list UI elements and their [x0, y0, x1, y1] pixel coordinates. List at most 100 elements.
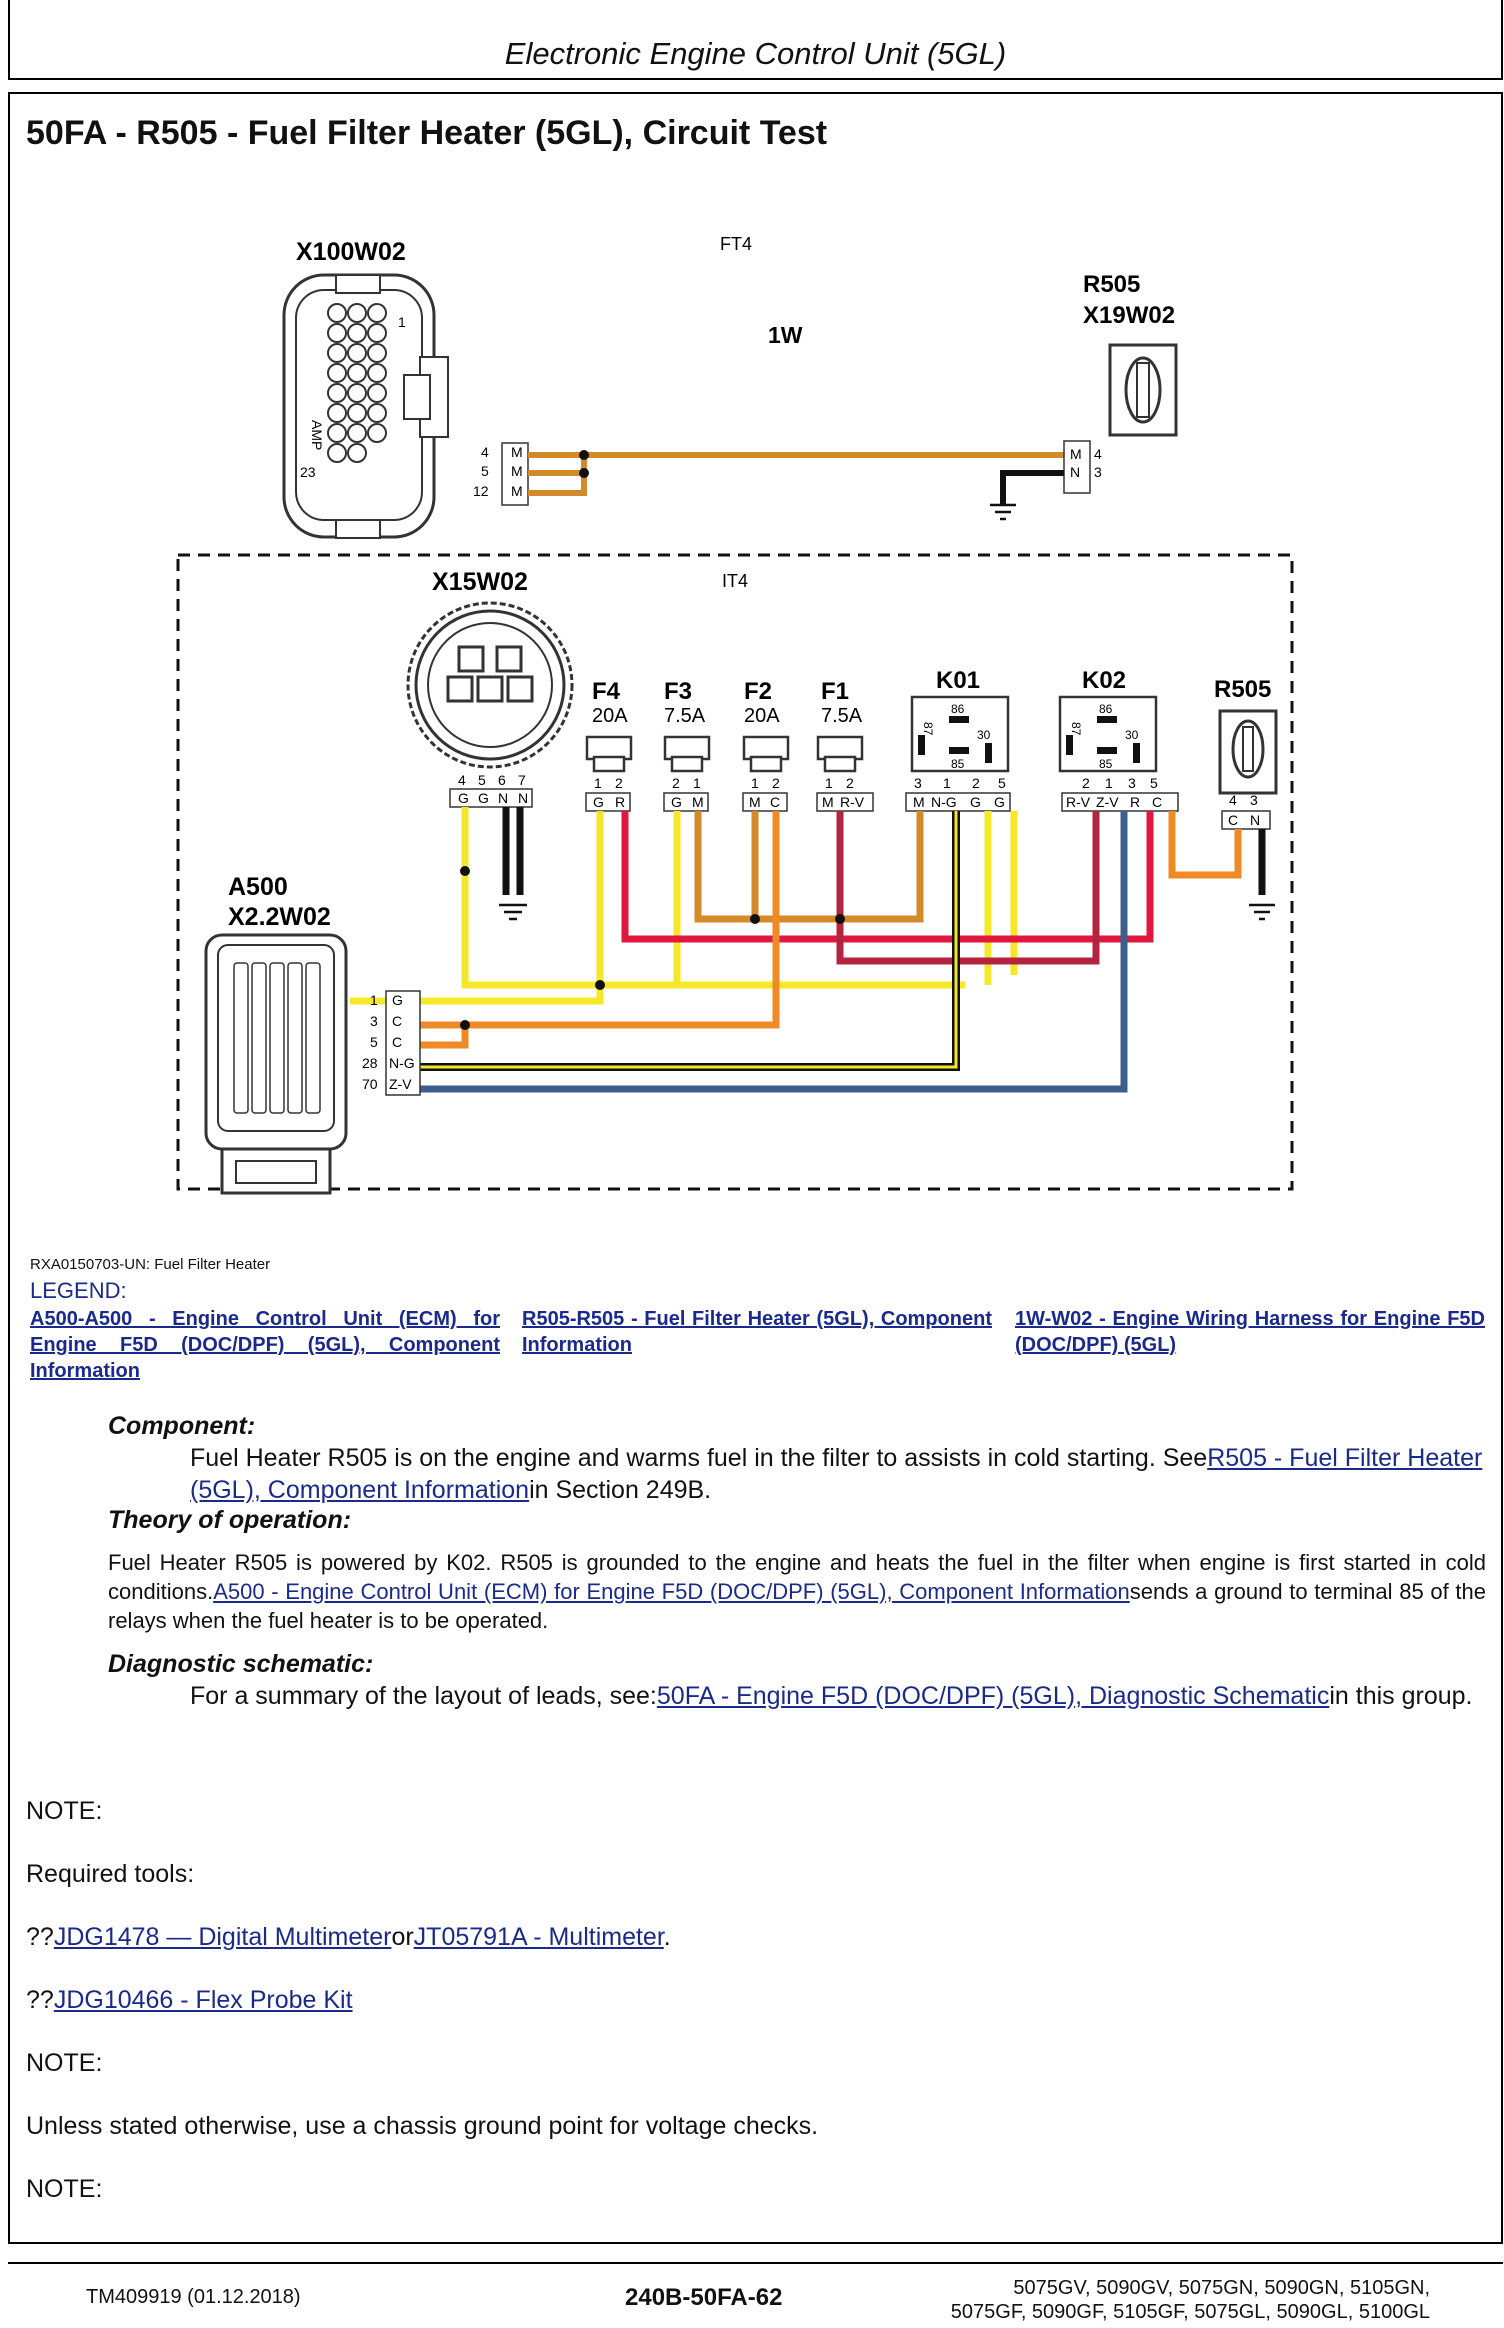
fuse-f4-pin2: 2 [615, 775, 623, 791]
tool-jt05791a-link[interactable]: JT05791A - Multimeter [413, 1923, 664, 1951]
it4-dashed-box [176, 553, 1294, 1191]
diagnostic-link[interactable]: 50FA - Engine F5D (DOC/DPF) (5GL), Diagn… [656, 1682, 1330, 1710]
fuse-f3-rating: 7.5A [664, 705, 706, 727]
r505-inner-letter-n: N [1250, 812, 1260, 828]
it4-label: IT4 [722, 571, 748, 591]
a500-letter-g: G [392, 992, 403, 1008]
page-header-title: Electronic Engine Control Unit (5GL) [504, 36, 1007, 71]
component-link[interactable]: R505 - Fuel Filter Heater (5GL), Compone… [190, 1444, 1483, 1504]
diagnostic-text: For a summary of the layout of leads, se… [190, 1680, 1486, 1712]
x15-pin-7: 7 [518, 772, 526, 788]
k01-name: K01 [936, 667, 980, 694]
k01-pin-1: 1 [943, 775, 951, 791]
x15-letter-g1: G [458, 790, 469, 806]
fuse-f2-letter1: M [749, 794, 761, 810]
fuse-f1: F1 7.5A 1 2 M R-V [816, 678, 874, 812]
legend-link-r505[interactable]: R505-R505 - Fuel Filter Heater (5GL), Co… [522, 1306, 992, 1358]
x15-pin-6: 6 [498, 772, 506, 788]
theory-text-a: Fuel Heater R505 is powered by K02. R505… [108, 1550, 1486, 1604]
fuse-f3: F3 7.5A 2 1 G M [663, 678, 711, 812]
header-box: Electronic Engine Control Unit (5GL) [8, 0, 1503, 80]
a500-label: A500 [228, 873, 288, 901]
r505-top-label: R505 [1083, 271, 1140, 298]
x100-pin-4: 4 [481, 444, 489, 460]
legend-a500-prefix: A500- [30, 1308, 85, 1330]
wire-1w-label: 1W [768, 322, 803, 348]
k02-letter-rv: R-V [1066, 794, 1091, 810]
x15-pin-5: 5 [478, 772, 486, 788]
fuse-f2-name: F2 [744, 678, 772, 705]
k01-letter-m: M [913, 794, 925, 810]
k02-pin-1: 1 [1105, 775, 1113, 791]
fuse-f2: F2 20A 1 2 M C [742, 678, 790, 812]
tool-line-1-qq: ?? [26, 1923, 54, 1951]
x100-pin-5: 5 [481, 463, 489, 479]
fuse-f2-letter2: C [770, 794, 780, 810]
theory-text: Fuel Heater R505 is powered by K02. R505… [108, 1548, 1486, 1635]
legend-link-a500[interactable]: A500-A500 - Engine Control Unit (ECM) fo… [30, 1306, 500, 1384]
a500-letter-ng: N-G [389, 1055, 415, 1071]
x15w02-label: X15W02 [432, 568, 528, 596]
r505-inner-pin-4: 4 [1229, 792, 1237, 808]
fuse-f1-name: F1 [821, 678, 849, 705]
x22w02-label: X2.2W02 [228, 903, 331, 931]
required-tools-label: Required tools: [26, 1860, 195, 1888]
k01-30: 30 [977, 728, 991, 742]
legend-title: LEGEND: [30, 1278, 127, 1303]
ft4-label: FT4 [720, 234, 752, 254]
fuse-f3-pin1: 1 [693, 775, 701, 791]
fuse-f1-rating: 7.5A [821, 705, 863, 727]
x19w02-label: X19W02 [1083, 302, 1175, 329]
legend-w02-prefix: 1W- [1015, 1308, 1052, 1330]
x100-letter-m2: M [511, 463, 523, 479]
theory-heading: Theory of operation: [108, 1506, 352, 1534]
r505-inner-connector: R505 4 3 C N [1214, 676, 1278, 830]
tool-jdg10466-link[interactable]: JDG10466 - Flex Probe Kit [53, 1986, 353, 2014]
k02-pin-5: 5 [1150, 775, 1158, 791]
tool-or: or [391, 1923, 414, 1951]
note-2: NOTE: [26, 2049, 103, 2077]
k02-86: 86 [1099, 702, 1113, 716]
main-content-box [8, 92, 1503, 2244]
legend-link-w02[interactable]: 1W-W02 - Engine Wiring Harness for Engin… [1015, 1306, 1485, 1358]
wiring-schematic: X100W02 AMP 1 23 4 4 5 12 M M M FT4 1W [176, 234, 1294, 1195]
component-text: Fuel Heater R505 is on the engine and wa… [190, 1442, 1486, 1506]
r505-letter-n: N [1070, 464, 1080, 480]
k02-letter-zv: Z-V [1096, 794, 1119, 810]
fuse-f4-letter1: G [593, 794, 604, 810]
fuse-f2-pin2: 2 [772, 775, 780, 791]
footer-doc-id: TM409919 (01.12.2018) [86, 2286, 301, 2308]
fuse-f2-pin1: 1 [751, 775, 759, 791]
x15-letter-g2: G [478, 790, 489, 806]
tool-line-2-qq: ?? [26, 1986, 54, 2014]
a500-pin-3: 3 [370, 1013, 378, 1029]
ground-note: Unless stated otherwise, use a chassis g… [26, 2112, 819, 2140]
k01-pin-3: 3 [914, 775, 922, 791]
theory-link[interactable]: A500 - Engine Control Unit (ECM) for Eng… [213, 1579, 1130, 1604]
k02-pin-2: 2 [1082, 775, 1090, 791]
footer-models-line2: 5075GF, 5090GF, 5105GF, 5075GL, 5090GL, … [950, 2301, 1430, 2323]
tool-line-1: ??JDG1478 — Digital MultimeterorJT05791A… [26, 1923, 671, 1952]
r505-inner-letter-c: C [1228, 812, 1238, 828]
tool-jdg1478-link[interactable]: JDG1478 — Digital Multimeter [53, 1923, 392, 1951]
component-heading: Component: [108, 1412, 256, 1440]
fuse-f3-letter1: G [671, 794, 682, 810]
x100-letter-m1: M [511, 444, 523, 460]
k02-30: 30 [1125, 728, 1139, 742]
k02-name: K02 [1082, 667, 1126, 694]
footer-rule [8, 2262, 1503, 2264]
k02-85: 85 [1099, 757, 1113, 771]
x100-letter-m3: M [511, 483, 523, 499]
r505-pin-3: 3 [1094, 464, 1102, 480]
a500-pin-28: 28 [362, 1055, 378, 1071]
diagnostic-heading: Diagnostic schematic: [108, 1650, 374, 1678]
k01-letter-ng: N-G [931, 794, 957, 810]
fuse-f4: F4 20A 1 2 G R [585, 678, 633, 812]
orange-wires [528, 452, 1064, 496]
k01-letter-g1: G [970, 794, 981, 810]
ng-wire [400, 811, 960, 1071]
x100w02-label: X100W02 [296, 238, 406, 266]
section-title: 50FA - R505 - Fuel Filter Heater (5GL), … [26, 114, 828, 152]
x15-letter-n2: N [518, 790, 528, 806]
fuse-f4-letter2: R [615, 794, 625, 810]
